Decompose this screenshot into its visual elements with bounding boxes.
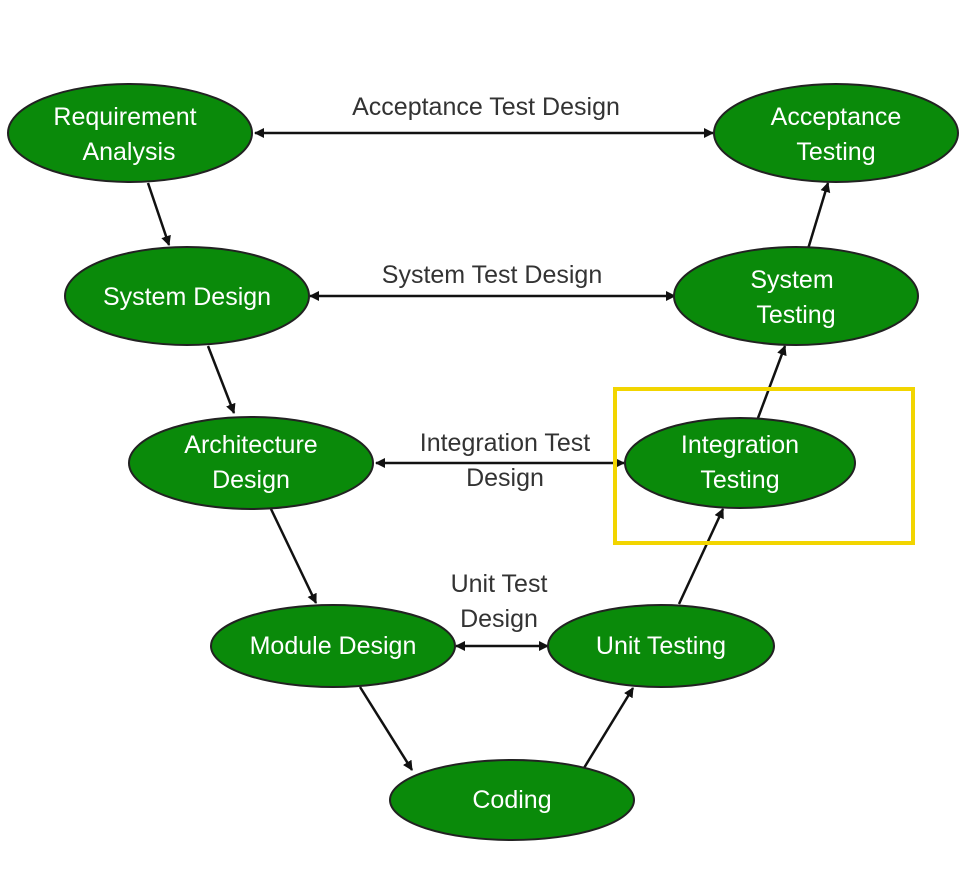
module-design-label: Module Design	[250, 632, 417, 660]
arrow-integration-to-system-testing	[756, 345, 787, 419]
unit-test-design-label-line1: Unit Test	[451, 570, 548, 598]
integration-testing-highlight	[613, 387, 915, 545]
arrow-module-design-to-coding	[358, 686, 414, 771]
integration-test-design-label-line1: Integration Test	[420, 429, 591, 457]
system-testing-node: System Testing	[673, 246, 919, 346]
system-design-node: System Design	[64, 246, 310, 346]
requirement-analysis-label-line2: Analysis	[82, 138, 175, 166]
acceptance-testing-label-line2: Testing	[796, 138, 875, 166]
arrow-system-design-to-architecture-design	[206, 345, 236, 414]
arrow-requirement-to-system-design	[146, 182, 171, 246]
unit-test-design-label-line2: Design	[460, 605, 538, 633]
requirement-analysis-node: Requirement Analysis	[7, 83, 253, 183]
coding-label: Coding	[472, 786, 551, 814]
arrow-unit-testing-to-integration-testing	[677, 508, 725, 605]
integration-testing-node: Integration Testing	[624, 417, 856, 509]
acceptance-testing-node: Acceptance Testing	[713, 83, 959, 183]
unit-testing-node: Unit Testing	[547, 604, 775, 688]
arrow-coding-to-unit-testing	[582, 687, 635, 769]
system-test-design-label: System Test Design	[382, 261, 602, 289]
system-testing-label-line1: System	[750, 266, 833, 294]
acceptance-test-design-label: Acceptance Test Design	[352, 93, 620, 121]
arrow-system-to-acceptance-testing	[806, 182, 831, 250]
acceptance-testing-label-line1: Acceptance	[771, 103, 902, 131]
architecture-design-label-line2: Design	[212, 466, 290, 494]
unit-testing-label: Unit Testing	[596, 632, 726, 660]
arrow-architecture-to-module-design	[269, 508, 318, 604]
module-design-node: Module Design	[210, 604, 456, 688]
architecture-design-label-line1: Architecture	[184, 431, 317, 459]
system-testing-label-line2: Testing	[756, 301, 835, 329]
architecture-design-node: Architecture Design	[128, 416, 374, 510]
requirement-analysis-label-line1: Requirement	[53, 103, 196, 131]
integration-testing-label-line2: Testing	[700, 466, 779, 494]
integration-testing-label-line1: Integration	[681, 431, 799, 459]
system-design-label: System Design	[103, 283, 271, 311]
integration-test-design-label-line2: Design	[466, 464, 544, 492]
coding-node: Coding	[389, 759, 635, 841]
